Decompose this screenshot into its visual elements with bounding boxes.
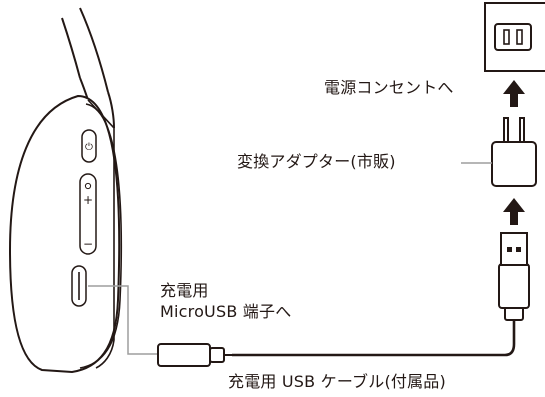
indicator-light [84,182,92,190]
wall-outlet [484,2,545,72]
ac-adapter [491,117,537,187]
ear-cup [8,94,123,374]
port-label-line2: MicroUSB 端子へ [160,302,292,321]
microusb-port-label: 充電用 MicroUSB 端子へ [160,280,291,322]
usb-cable [232,318,516,357]
up-arrow-icon [503,198,525,225]
outlet-label: 電源コンセントへ [324,78,454,97]
volume-rocker [79,173,97,255]
adapter-label: 変換アダプター(市販) [237,152,396,171]
usb-cable-label: 充電用 USB ケーブル(付属品) [228,372,446,391]
volume-minus-icon: − [83,237,93,251]
usb-a-connector [498,232,530,321]
headset-control-panel: ⏻ + − [71,129,97,307]
headband [61,7,115,129]
volume-plus-icon: + [83,193,93,207]
port-label-line1: 充電用 [160,281,209,300]
power-icon: ⏻ [85,142,93,153]
power-button [81,129,97,163]
microusb-plug [157,343,232,367]
port-leader-line [88,285,158,355]
up-arrow-icon [503,80,525,107]
